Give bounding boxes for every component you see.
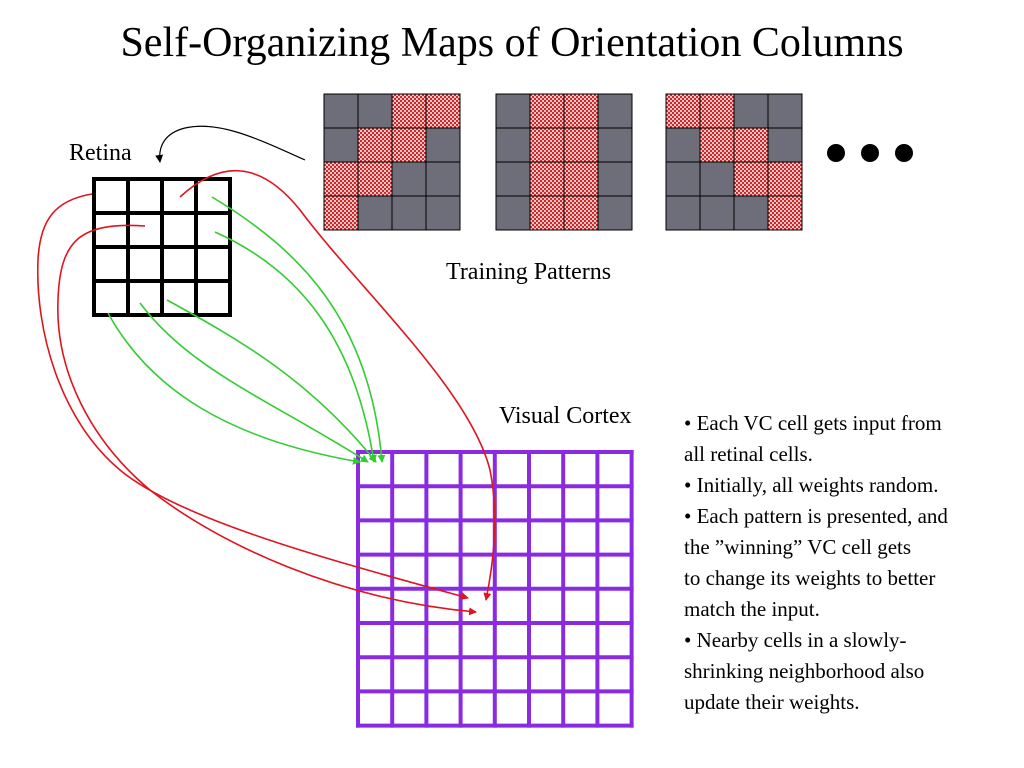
- pattern-cell-off: [597, 127, 633, 163]
- red-connections: [36, 169, 496, 616]
- pattern-cell-off: [699, 195, 735, 231]
- pattern-cell-on: [665, 93, 701, 129]
- pattern-cell-off: [597, 161, 633, 197]
- pattern-cell-off: [597, 195, 633, 231]
- pattern-cell-off: [767, 93, 803, 129]
- note-line: update their weights.: [684, 690, 860, 714]
- input-arrow: [155, 125, 306, 163]
- green-connection: [107, 312, 361, 465]
- visual-cortex-grid: [356, 450, 634, 728]
- note-line: the ”winning” VC cell gets: [684, 535, 912, 559]
- pattern-cell-off: [425, 127, 461, 163]
- note-line: match the input.: [684, 597, 820, 621]
- pattern-cell-on: [699, 93, 735, 129]
- pattern-cell-on: [529, 195, 565, 231]
- note-line: • Nearby cells in a slowly-: [684, 628, 907, 652]
- pattern-cell-off: [495, 161, 531, 197]
- note-line: • Each VC cell gets input from: [684, 411, 942, 435]
- note-line: shrinking neighborhood also: [684, 659, 925, 683]
- pattern-cell-off: [597, 93, 633, 129]
- visual-cortex-label: Visual Cortex: [499, 403, 632, 429]
- pattern-cell-off: [323, 127, 359, 163]
- red-connection: [179, 169, 496, 601]
- pattern-cell-off: [665, 127, 701, 163]
- retina-label: Retina: [69, 140, 132, 166]
- pattern-cell-off: [495, 127, 531, 163]
- slide-title: Self-Organizing Maps of Orientation Colu…: [120, 20, 904, 66]
- pattern-cell-on: [733, 127, 769, 163]
- pattern-cell-off: [357, 195, 393, 231]
- pattern-cell-off: [767, 127, 803, 163]
- green-connection: [139, 302, 369, 463]
- pattern-cell-on: [391, 93, 427, 129]
- pattern-cell-on: [529, 161, 565, 197]
- pattern-cell-off: [391, 195, 427, 231]
- pattern-cell-on: [391, 127, 427, 163]
- red-connection: [57, 224, 477, 616]
- pattern-cell-off: [665, 195, 701, 231]
- pattern-cell-off: [391, 161, 427, 197]
- training-pattern: [495, 93, 633, 231]
- training-pattern: [323, 93, 461, 231]
- training-pattern: [665, 93, 803, 231]
- pattern-cell-off: [733, 195, 769, 231]
- training-patterns-label: Training Patterns: [446, 259, 612, 285]
- pattern-cell-on: [563, 195, 599, 231]
- pattern-cell-on: [767, 161, 803, 197]
- green-connection: [214, 231, 377, 463]
- pattern-cell-off: [495, 93, 531, 129]
- pattern-cell-on: [323, 195, 359, 231]
- retina-grid: [92, 177, 232, 317]
- pattern-cell-off: [733, 93, 769, 129]
- note-line: to change its weights to better: [684, 566, 936, 590]
- pattern-cell-off: [699, 161, 735, 197]
- pattern-cell-on: [529, 127, 565, 163]
- pattern-cell-off: [425, 195, 461, 231]
- green-connections: [107, 196, 386, 465]
- more-patterns-ellipsis: [827, 144, 913, 162]
- pattern-cell-on: [563, 93, 599, 129]
- pattern-cell-on: [357, 127, 393, 163]
- pattern-cell-off: [665, 161, 701, 197]
- note-line: • Each pattern is presented, and: [684, 504, 948, 528]
- pattern-cell-on: [357, 161, 393, 197]
- pattern-cell-on: [425, 93, 461, 129]
- green-connection: [166, 299, 377, 463]
- pattern-cell-on: [733, 161, 769, 197]
- pattern-cell-on: [699, 127, 735, 163]
- pattern-cell-off: [495, 195, 531, 231]
- pattern-cell-on: [323, 161, 359, 197]
- training-patterns-group: [323, 93, 803, 231]
- red-connection: [36, 193, 469, 600]
- pattern-cell-on: [529, 93, 565, 129]
- pattern-cell-on: [563, 161, 599, 197]
- notes-list: • Each VC cell gets input from all retin…: [684, 408, 1020, 718]
- pattern-cell-on: [767, 195, 803, 231]
- pattern-cell-off: [357, 93, 393, 129]
- green-connection: [211, 196, 386, 463]
- note-line: • Initially, all weights random.: [684, 473, 939, 497]
- pattern-cell-off: [425, 161, 461, 197]
- note-line: all retinal cells.: [684, 442, 813, 466]
- pattern-cell-off: [323, 93, 359, 129]
- pattern-cell-on: [563, 127, 599, 163]
